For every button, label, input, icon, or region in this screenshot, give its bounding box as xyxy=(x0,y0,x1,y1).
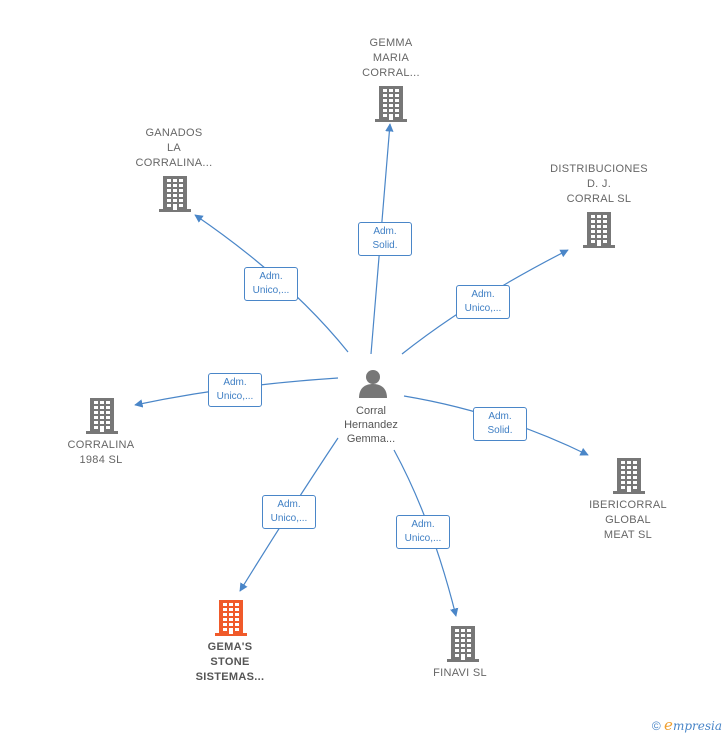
brand-logo-e: e xyxy=(664,716,673,734)
corralina-1984-label[interactable]: CORRALINA 1984 SL xyxy=(67,439,135,466)
gemma-maria-corral-building-icon[interactable] xyxy=(375,86,407,127)
ganados-la-corralina-label[interactable]: GANADOS LA CORRALINA... xyxy=(135,127,213,169)
ibericorral-global-meat-building-icon[interactable] xyxy=(613,458,645,499)
edge-label-gemma-maria-corral[interactable]: Adm. Solid. xyxy=(358,222,412,256)
person-icon[interactable] xyxy=(358,368,388,403)
finavi-label[interactable]: FINAVI SL xyxy=(433,667,487,679)
gemas-stone-sistemas-building-icon[interactable] xyxy=(215,600,247,641)
corralina-1984-building-icon[interactable] xyxy=(86,398,118,439)
edge-label-distribuciones-dj-corral[interactable]: Adm. Unico,... xyxy=(456,285,510,319)
gemma-maria-corral-label[interactable]: GEMMA MARIA CORRAL... xyxy=(362,37,420,79)
center-person-label[interactable]: Corral Hernandez Gemma... xyxy=(344,405,398,445)
gemas-stone-sistemas-label[interactable]: GEMA'S STONE SISTEMAS... xyxy=(195,641,265,683)
finavi-building-icon[interactable] xyxy=(447,626,479,667)
ganados-la-corralina-building-icon[interactable] xyxy=(159,176,191,217)
footer-brand: © empresia xyxy=(652,716,722,734)
edge-label-corralina-1984[interactable]: Adm. Unico,... xyxy=(208,373,262,407)
edge-label-gemas-stone-sistemas[interactable]: Adm. Unico,... xyxy=(262,495,316,529)
edge-label-finavi[interactable]: Adm. Unico,... xyxy=(396,515,450,549)
distribuciones-dj-corral-building-icon[interactable] xyxy=(583,212,615,253)
edge-label-ibericorral-global-meat[interactable]: Adm. Solid. xyxy=(473,407,527,441)
edge-label-ganados-la-corralina[interactable]: Adm. Unico,... xyxy=(244,267,298,301)
distribuciones-dj-corral-label[interactable]: DISTRIBUCIONES D. J. CORRAL SL xyxy=(550,163,648,205)
copyright-symbol: © xyxy=(651,719,661,733)
ibericorral-global-meat-label[interactable]: IBERICORRAL GLOBAL MEAT SL xyxy=(589,499,667,541)
brand-logo-text: mpresia xyxy=(672,719,722,733)
